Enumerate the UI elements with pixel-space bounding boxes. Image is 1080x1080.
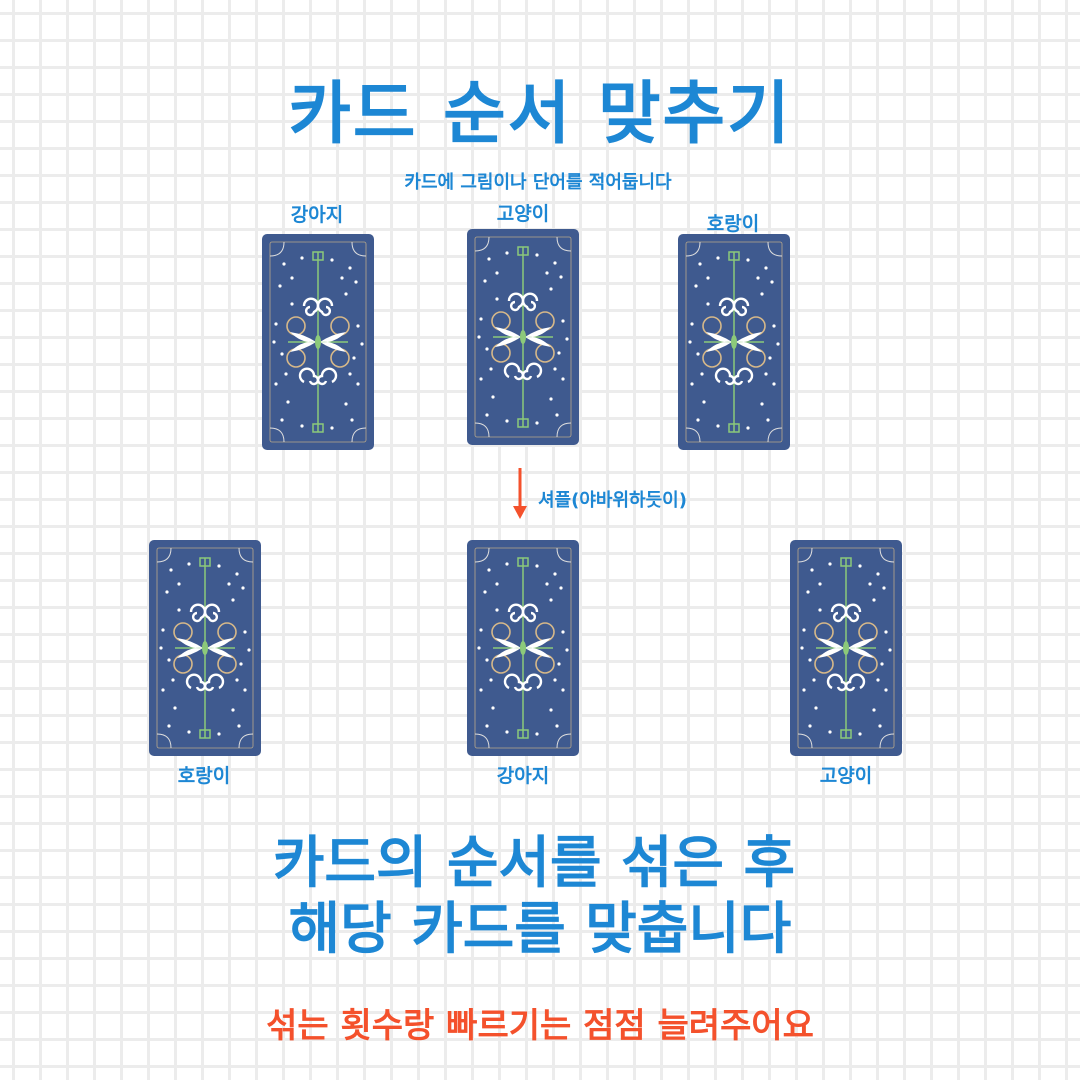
subtitle: 카드에 그림이나 단어를 적어둡니다 [404, 172, 672, 193]
top-card-label-2: 고양이 [496, 203, 550, 225]
bottom-card-label-2: 강아지 [496, 765, 550, 787]
tip-text: 섞는 횟수랑 빠르기는 점점 늘려주어요 [266, 1006, 814, 1046]
shuffle-label: 셔플(야바위하듯이) [538, 490, 687, 511]
card-back[interactable] [678, 234, 790, 450]
card-back[interactable] [467, 540, 579, 756]
card-back[interactable] [790, 540, 902, 756]
page-title: 카드 순서 맞추기 [288, 75, 792, 154]
card-back-pattern-icon [149, 540, 261, 756]
card-back-pattern-icon [262, 234, 374, 450]
top-card-label-3: 호랑이 [706, 213, 760, 235]
card-back-pattern-icon [467, 540, 579, 756]
card-back-pattern-icon [678, 234, 790, 450]
bottom-card-label-3: 고양이 [819, 765, 873, 787]
card-back[interactable] [149, 540, 261, 756]
bottom-card-label-1: 호랑이 [177, 765, 231, 787]
card-back[interactable] [262, 234, 374, 450]
card-back-pattern-icon [467, 229, 579, 445]
card-back[interactable] [467, 229, 579, 445]
top-card-label-1: 강아지 [290, 204, 344, 226]
arrow-down-icon [513, 468, 527, 519]
instruction-line-1: 카드의 순서를 섞은 후 [272, 831, 796, 896]
card-back-pattern-icon [790, 540, 902, 756]
instruction-line-2: 해당 카드를 맞춥니다 [288, 897, 792, 962]
